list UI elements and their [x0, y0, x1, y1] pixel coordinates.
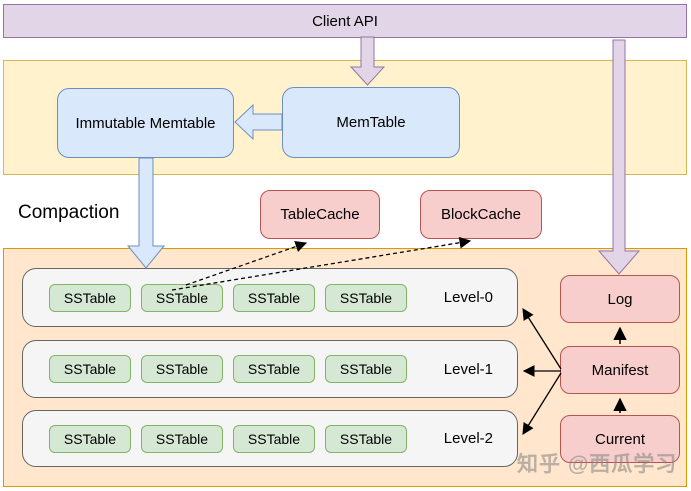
sstable-box: SSTable — [325, 424, 407, 453]
log-box: Log — [560, 275, 680, 323]
sstable-label: SSTable — [155, 361, 209, 377]
sstable-box: SSTable — [233, 355, 315, 383]
level-0-label: Level-0 — [443, 289, 493, 306]
immutable-memtable-label: Immutable Memtable — [75, 114, 216, 132]
sstable-label: SSTable — [63, 430, 117, 447]
sstable-box: SSTable — [49, 355, 131, 383]
sstable-box: SSTable — [49, 424, 131, 453]
sstable-label: SSTable — [155, 289, 209, 306]
table-cache-box: TableCache — [260, 190, 380, 239]
sstable-box: SSTable — [141, 424, 223, 453]
block-cache-label: BlockCache — [440, 206, 522, 223]
sstable-box: SSTable — [141, 355, 223, 383]
client-api-bar: Client API — [3, 4, 687, 38]
sstable-box: SSTable — [141, 283, 223, 312]
sstable-label: SSTable — [63, 361, 117, 377]
manifest-box: Manifest — [560, 346, 680, 394]
block-cache-box: BlockCache — [420, 190, 542, 239]
sstable-box: SSTable — [325, 355, 407, 383]
immutable-memtable-box: Immutable Memtable — [57, 88, 234, 158]
sstable-label: SSTable — [247, 289, 301, 306]
client-api-label: Client API — [312, 12, 378, 30]
sstable-label: SSTable — [63, 289, 117, 306]
table-cache-label: TableCache — [280, 206, 360, 223]
watermark: 知乎 @西瓜学习 — [517, 453, 678, 476]
sstable-label: SSTable — [339, 361, 393, 377]
sstable-label: SSTable — [339, 289, 393, 306]
level-2-label: Level-2 — [443, 430, 493, 447]
level-1-label: Level-1 — [443, 360, 493, 378]
compaction-label: Compaction — [18, 202, 120, 223]
memtable-label: MemTable — [336, 114, 406, 131]
log-label: Log — [607, 290, 633, 308]
memtable-box: MemTable — [282, 87, 460, 158]
level-0-row: SSTable SSTable SSTable SSTable Level-0 — [22, 268, 518, 327]
level-1-row: SSTable SSTable SSTable SSTable Level-1 — [22, 340, 518, 398]
sstable-label: SSTable — [247, 430, 301, 447]
level-2-row: SSTable SSTable SSTable SSTable Level-2 — [22, 410, 518, 467]
sstable-box: SSTable — [233, 283, 315, 312]
sstable-box: SSTable — [325, 283, 407, 312]
sstable-label: SSTable — [339, 430, 393, 447]
current-label: Current — [594, 430, 646, 448]
sstable-box: SSTable — [49, 283, 131, 312]
sstable-label: SSTable — [155, 430, 209, 447]
manifest-label: Manifest — [591, 361, 649, 379]
sstable-label: SSTable — [247, 361, 301, 377]
sstable-box: SSTable — [233, 424, 315, 453]
current-box: Current — [560, 415, 680, 463]
